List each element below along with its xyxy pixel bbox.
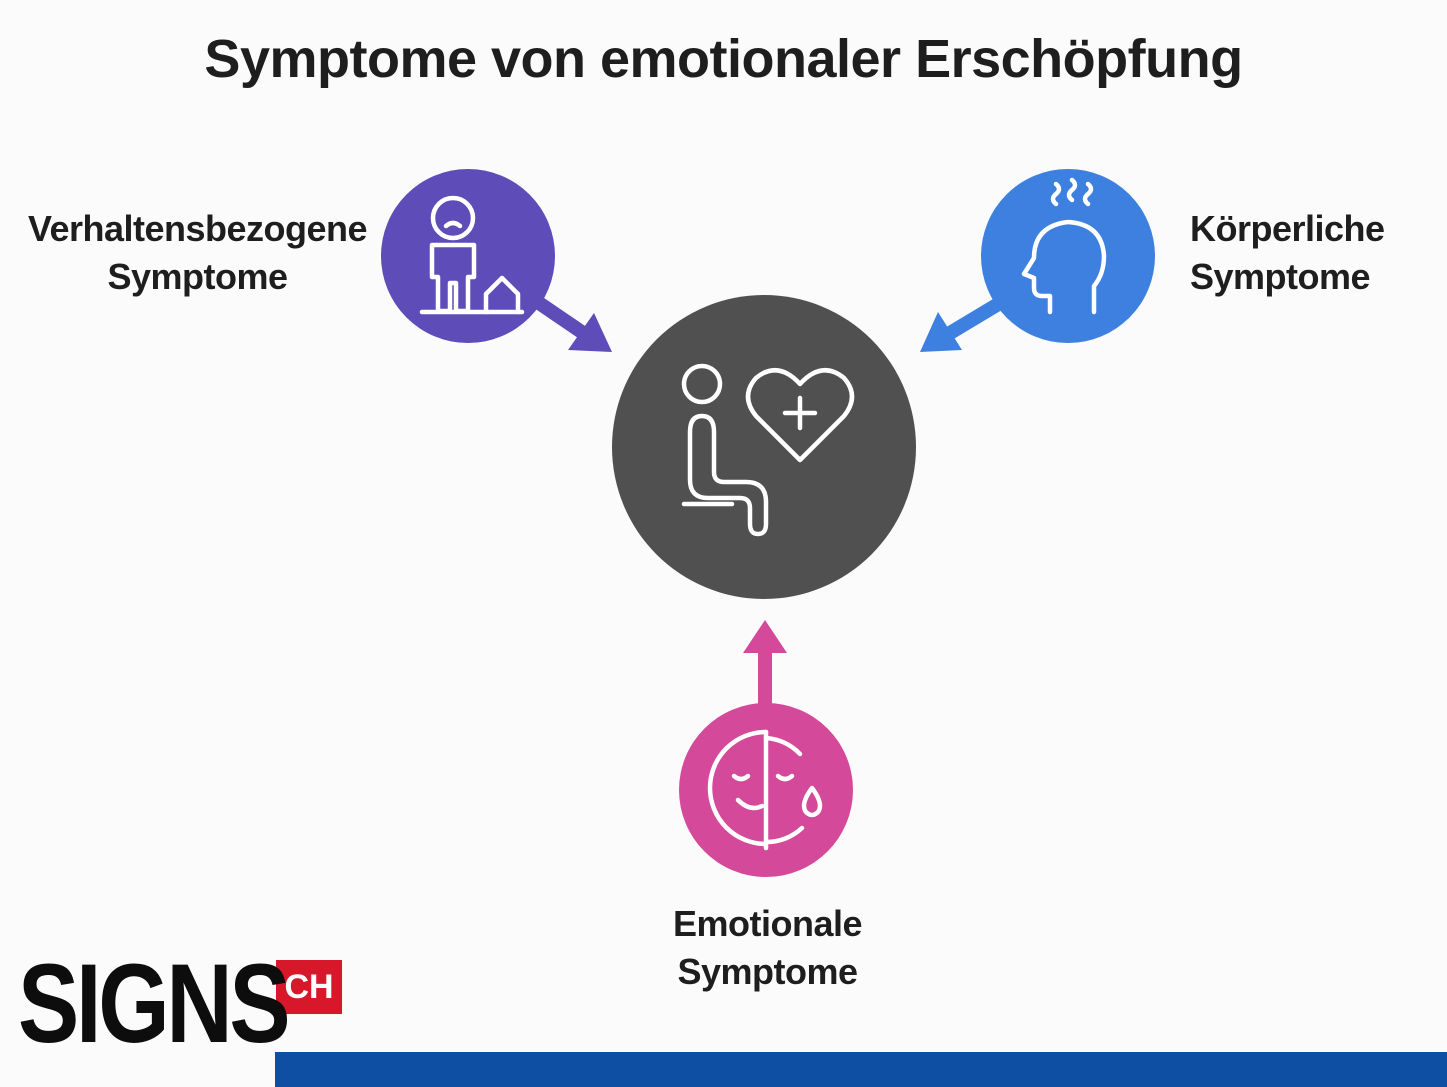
node-center <box>612 295 916 599</box>
label-behavioral-line1: Verhaltensbezogene <box>27 208 368 249</box>
page-title: Symptome von emotionaler Erschöpfung <box>204 29 1243 89</box>
label-physical-line1: Körperliche <box>1190 208 1385 249</box>
logo-badge: CH <box>276 960 342 1014</box>
label-physical-line2: Symptome <box>1190 256 1371 297</box>
label-behavioral: Verhaltensbezogene Symptome <box>20 205 375 301</box>
label-emotional-line1: Emotionale <box>672 903 863 944</box>
logo-text: SIGNS <box>18 941 291 1066</box>
arrow-emotional <box>743 620 787 715</box>
footer-bar <box>275 1052 1447 1087</box>
label-emotional: Emotionale Symptome <box>620 900 915 996</box>
signs-logo: SIGNS CH <box>18 941 342 1066</box>
label-physical: Körperliche Symptome <box>1190 205 1430 301</box>
arrow-physical <box>920 293 1009 352</box>
head-steam-icon <box>1021 177 1107 315</box>
node-physical <box>981 169 1155 343</box>
label-emotional-line2: Symptome <box>677 951 858 992</box>
person-home-icon <box>419 195 525 315</box>
sad-face-tear-icon <box>707 729 823 851</box>
node-behavioral <box>381 169 555 343</box>
label-behavioral-line2: Symptome <box>107 256 288 297</box>
person-heart-icon <box>681 363 855 537</box>
